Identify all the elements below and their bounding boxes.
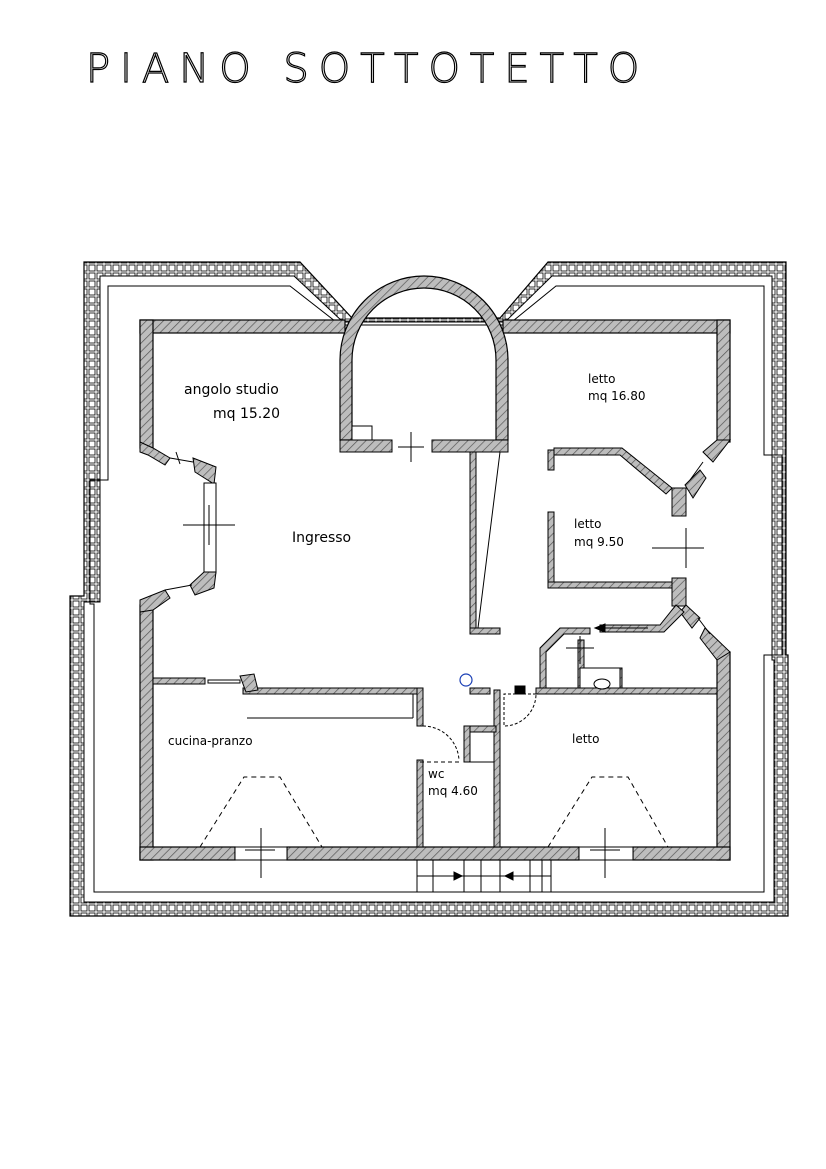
stairs <box>416 859 552 893</box>
roof-edge <box>69 261 789 917</box>
closet-arrow <box>579 623 648 690</box>
studio-area: mq 15.20 <box>213 406 280 422</box>
letto2-name: letto <box>574 517 601 531</box>
room-labels: angolo studio mq 15.20 Ingresso letto mq… <box>168 372 645 798</box>
doors <box>207 451 537 763</box>
skylights <box>199 776 669 848</box>
ingresso-name: Ingresso <box>292 530 351 546</box>
exterior-walls <box>139 319 731 861</box>
letto1-area: mq 16.80 <box>588 389 645 403</box>
left-bay-window <box>139 441 217 613</box>
letto2-area: mq 9.50 <box>574 535 624 549</box>
studio-name: angolo studio <box>184 382 279 398</box>
letto1-name: letto <box>588 372 615 386</box>
right-bay-window <box>671 439 732 661</box>
wc-area: mq 4.60 <box>428 784 478 798</box>
marker-circle <box>459 673 473 687</box>
apse <box>339 275 509 453</box>
interior-walls <box>152 447 718 848</box>
axis-marks <box>183 432 704 878</box>
cucina-name: cucina-pranzo <box>168 734 253 748</box>
letto3-name: letto <box>572 732 599 746</box>
wc-name: wc <box>428 767 444 781</box>
plan-title: PIANO SOTTOTETTO <box>86 46 649 92</box>
